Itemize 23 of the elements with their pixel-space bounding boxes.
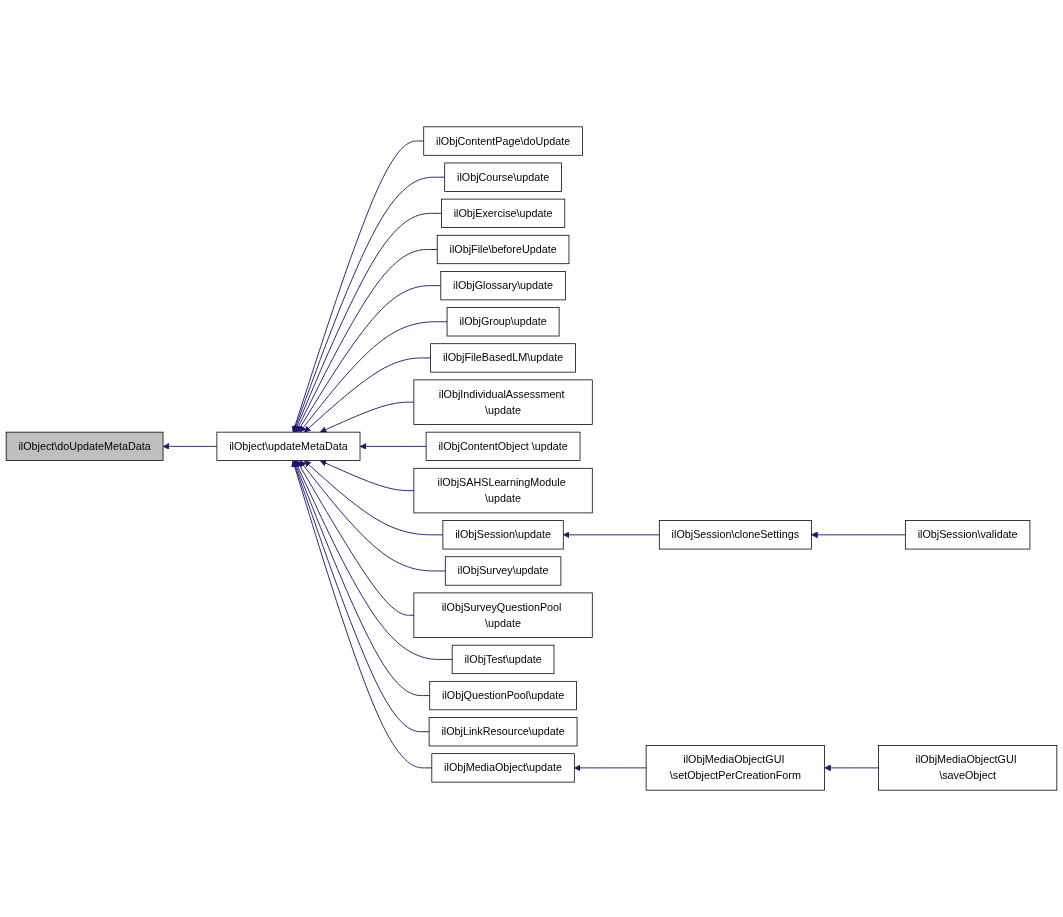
node-box (442, 520, 564, 550)
node-box (451, 644, 555, 675)
node-box (444, 556, 562, 586)
node-box (423, 126, 583, 156)
node-box (658, 520, 812, 550)
node-box (429, 680, 577, 711)
node-box (425, 431, 581, 461)
node-box (436, 234, 570, 265)
node-box (441, 198, 566, 228)
node-box (428, 717, 578, 747)
node-box (413, 379, 593, 425)
node-box (413, 592, 593, 638)
node-box (440, 271, 566, 301)
node-box (413, 467, 593, 514)
node-box (645, 745, 825, 791)
node-box (431, 753, 575, 783)
node-box (446, 307, 560, 337)
node-box (216, 431, 361, 461)
node-box (430, 343, 576, 373)
node-box (904, 520, 1031, 550)
node-box (878, 745, 1058, 791)
node-box (444, 162, 562, 192)
node-box (5, 431, 164, 461)
